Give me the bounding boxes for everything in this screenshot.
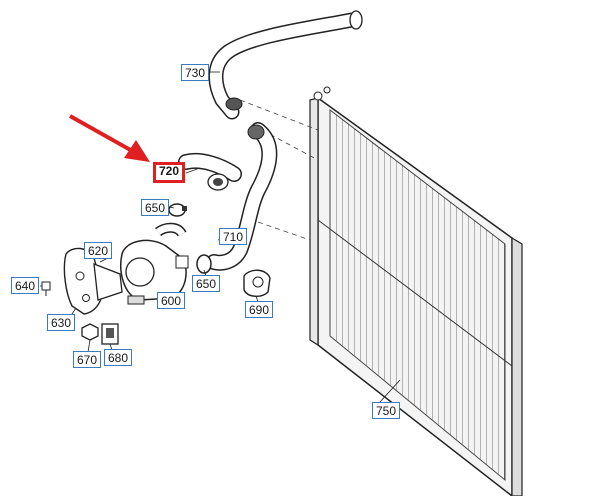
sensor-690: [243, 269, 271, 297]
clamp-650-mid: [196, 254, 212, 274]
callout-670[interactable]: 670: [73, 351, 102, 368]
callout-600[interactable]: 600: [157, 292, 186, 309]
callout-650-top[interactable]: 650: [141, 199, 170, 216]
hose-730: [208, 10, 363, 120]
callout-620[interactable]: 620: [84, 242, 113, 259]
indicator-arrow: [69, 114, 150, 162]
callout-650-mid[interactable]: 650: [192, 275, 221, 292]
callout-730[interactable]: 730: [181, 64, 210, 81]
sensor-680: [101, 323, 119, 345]
callout-720-highlighted[interactable]: 720: [153, 162, 186, 183]
callout-750[interactable]: 750: [372, 402, 401, 419]
bracket-620-630: [63, 247, 123, 315]
hose-710: [206, 122, 278, 271]
callout-680[interactable]: 680: [104, 349, 133, 366]
water-pump-600: [120, 222, 189, 305]
bolt-640: [41, 281, 51, 296]
radiator-750: [309, 86, 523, 496]
callout-710[interactable]: 710: [219, 228, 248, 245]
hose-720: [178, 153, 242, 191]
nut-670: [81, 323, 99, 341]
callout-630[interactable]: 630: [47, 314, 76, 331]
callout-690[interactable]: 690: [245, 301, 274, 318]
callout-640[interactable]: 640: [11, 277, 40, 294]
clamp-650-top: [168, 203, 187, 217]
